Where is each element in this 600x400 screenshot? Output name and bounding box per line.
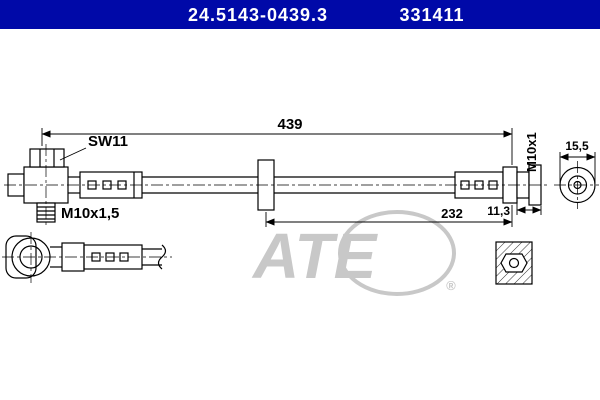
part-number: 24.5143-0439.3 [188,5,328,25]
watermark-circle [338,210,456,296]
dim-fitting-offset-label: 11,3 [487,204,510,218]
dim-partial-length-label: 232 [441,206,463,221]
dimension-labels: 439 232 11,3 15,5 SW11 M10x1,5 M10x1 [61,116,589,222]
watermark-text: ATE [251,220,379,292]
header-background [0,0,600,29]
bracket-section-view [495,241,533,285]
thread-left-label: M10x1,5 [61,205,119,222]
hex-size-label: SW11 [88,133,128,150]
watermark-registered-icon: ® [446,278,456,293]
dim-end-width-label: 15,5 [565,139,589,153]
hex-nut-sw11 [29,148,65,168]
sw11-leader-line [59,147,87,161]
header-bar: 24.5143-0439.3 331411 [0,0,600,29]
left-fitting [7,148,69,223]
centerlines [2,144,599,283]
hose-body [142,176,462,194]
hose-break-line [157,244,167,270]
thread-right-label: M10x1 [524,132,539,172]
ate-watermark: ATE ® [251,210,456,296]
dim-overall-length-label: 439 [277,116,302,133]
reference-number: 331411 [399,5,464,25]
nut-bore [508,257,520,269]
dimension-lines [41,128,596,227]
